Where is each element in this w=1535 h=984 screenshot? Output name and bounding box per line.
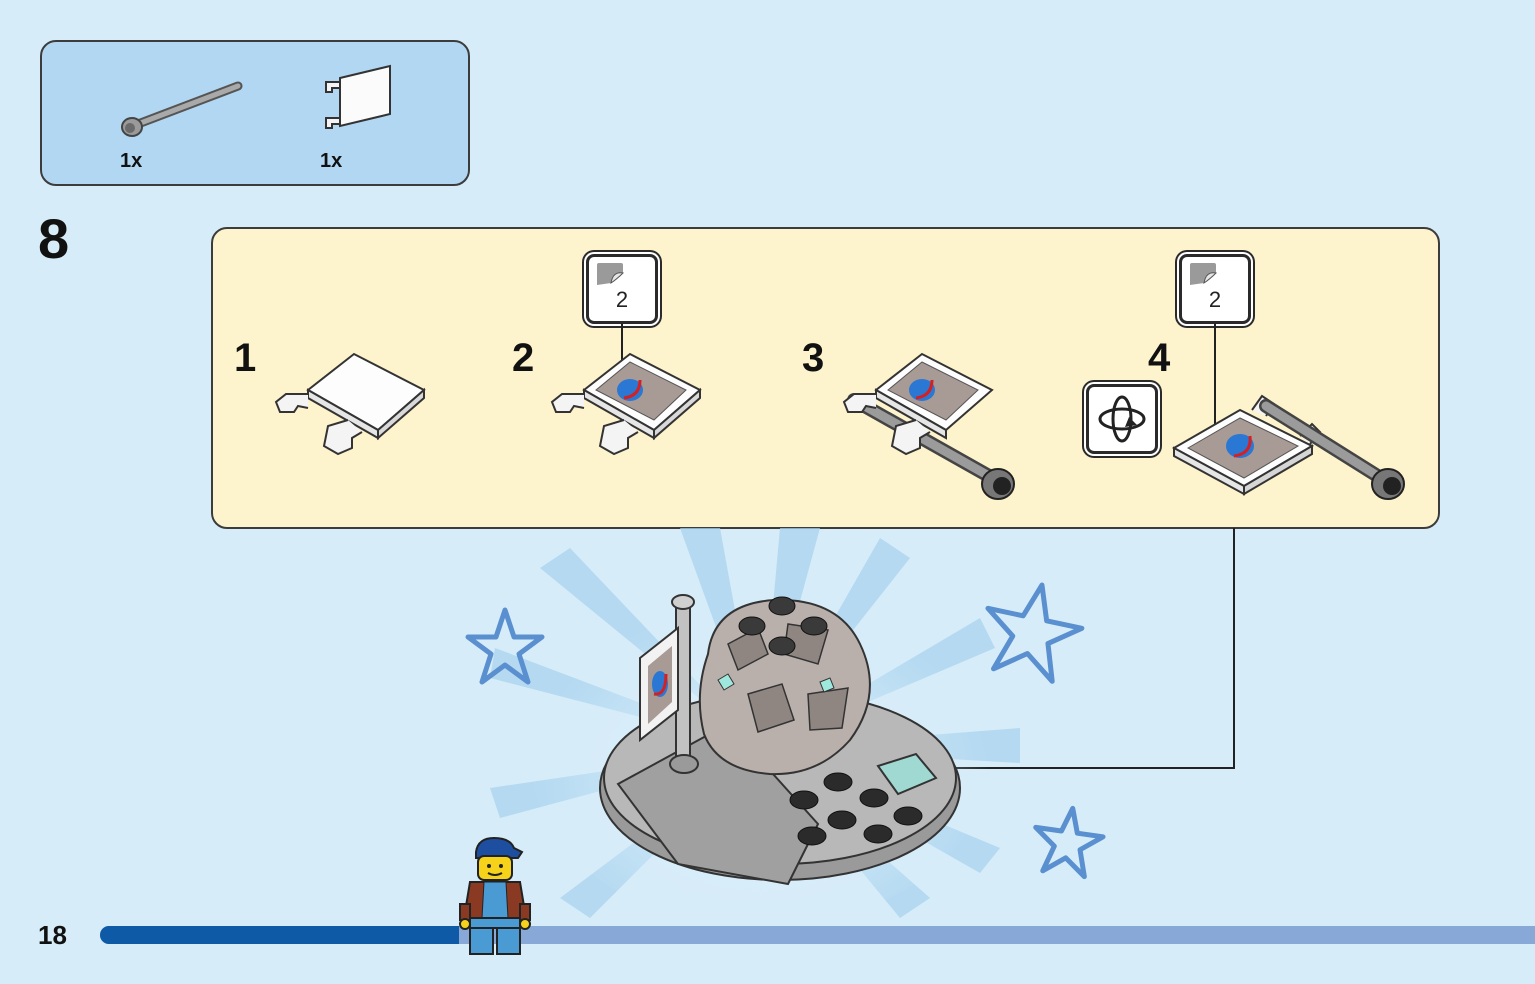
star-icon <box>465 607 545 685</box>
substep-number: 2 <box>512 336 535 380</box>
rotate-model-icon <box>1086 384 1158 454</box>
star-icon <box>1033 805 1106 880</box>
rotated-flag-assembly-illustration <box>1171 394 1405 500</box>
substep-number: 1 <box>234 336 257 380</box>
flag-part-icon <box>325 64 391 129</box>
substep-number: 3 <box>802 336 825 380</box>
sticker-callout: 2 <box>1179 254 1251 324</box>
flag-piece-illustration <box>274 352 426 456</box>
flag-with-sticker-illustration <box>550 352 702 456</box>
part-quantity: 1x <box>120 150 143 172</box>
bar-with-stopper-part-icon <box>121 81 243 137</box>
step-number: 8 <box>38 207 70 270</box>
part-quantity: 1x <box>320 150 343 172</box>
model-assembly-illustration <box>599 594 961 886</box>
progress-bar <box>100 926 459 944</box>
substep-number: 4 <box>1148 336 1171 380</box>
sticker-icon <box>1190 263 1218 285</box>
star-icon <box>985 582 1085 684</box>
sticker-number: 2 <box>615 287 629 312</box>
parts-list-box <box>40 40 470 186</box>
sticker-icon <box>597 263 625 285</box>
sticker-number: 2 <box>1208 287 1222 312</box>
sticker-callout: 2 <box>586 254 658 324</box>
flag-on-bar-illustration <box>842 352 1015 500</box>
minifigure-icon <box>459 836 531 955</box>
page-number: 18 <box>38 920 67 950</box>
